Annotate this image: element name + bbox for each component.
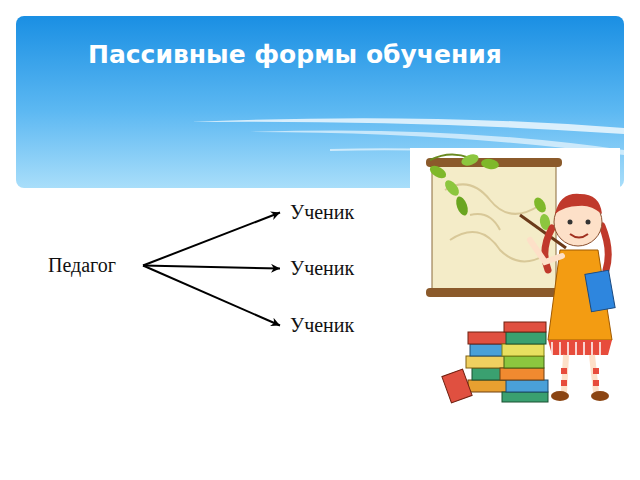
slide-title: Пассивные формы обучения (88, 40, 502, 69)
node-text: Ученик (290, 257, 355, 280)
arrow-connector (143, 266, 280, 326)
student-label: Ученик (280, 311, 359, 340)
student-label: Ученик (280, 198, 359, 227)
node-text: Ученик (290, 314, 355, 337)
arrow-connector (143, 213, 280, 266)
node-text: Педагог (48, 254, 117, 277)
arrow-connector (143, 266, 280, 269)
teacher-label: Педагог (48, 251, 143, 280)
student-label: Ученик (280, 254, 359, 283)
illustration (410, 148, 620, 406)
header-panel (16, 16, 624, 188)
node-text: Ученик (290, 201, 355, 224)
